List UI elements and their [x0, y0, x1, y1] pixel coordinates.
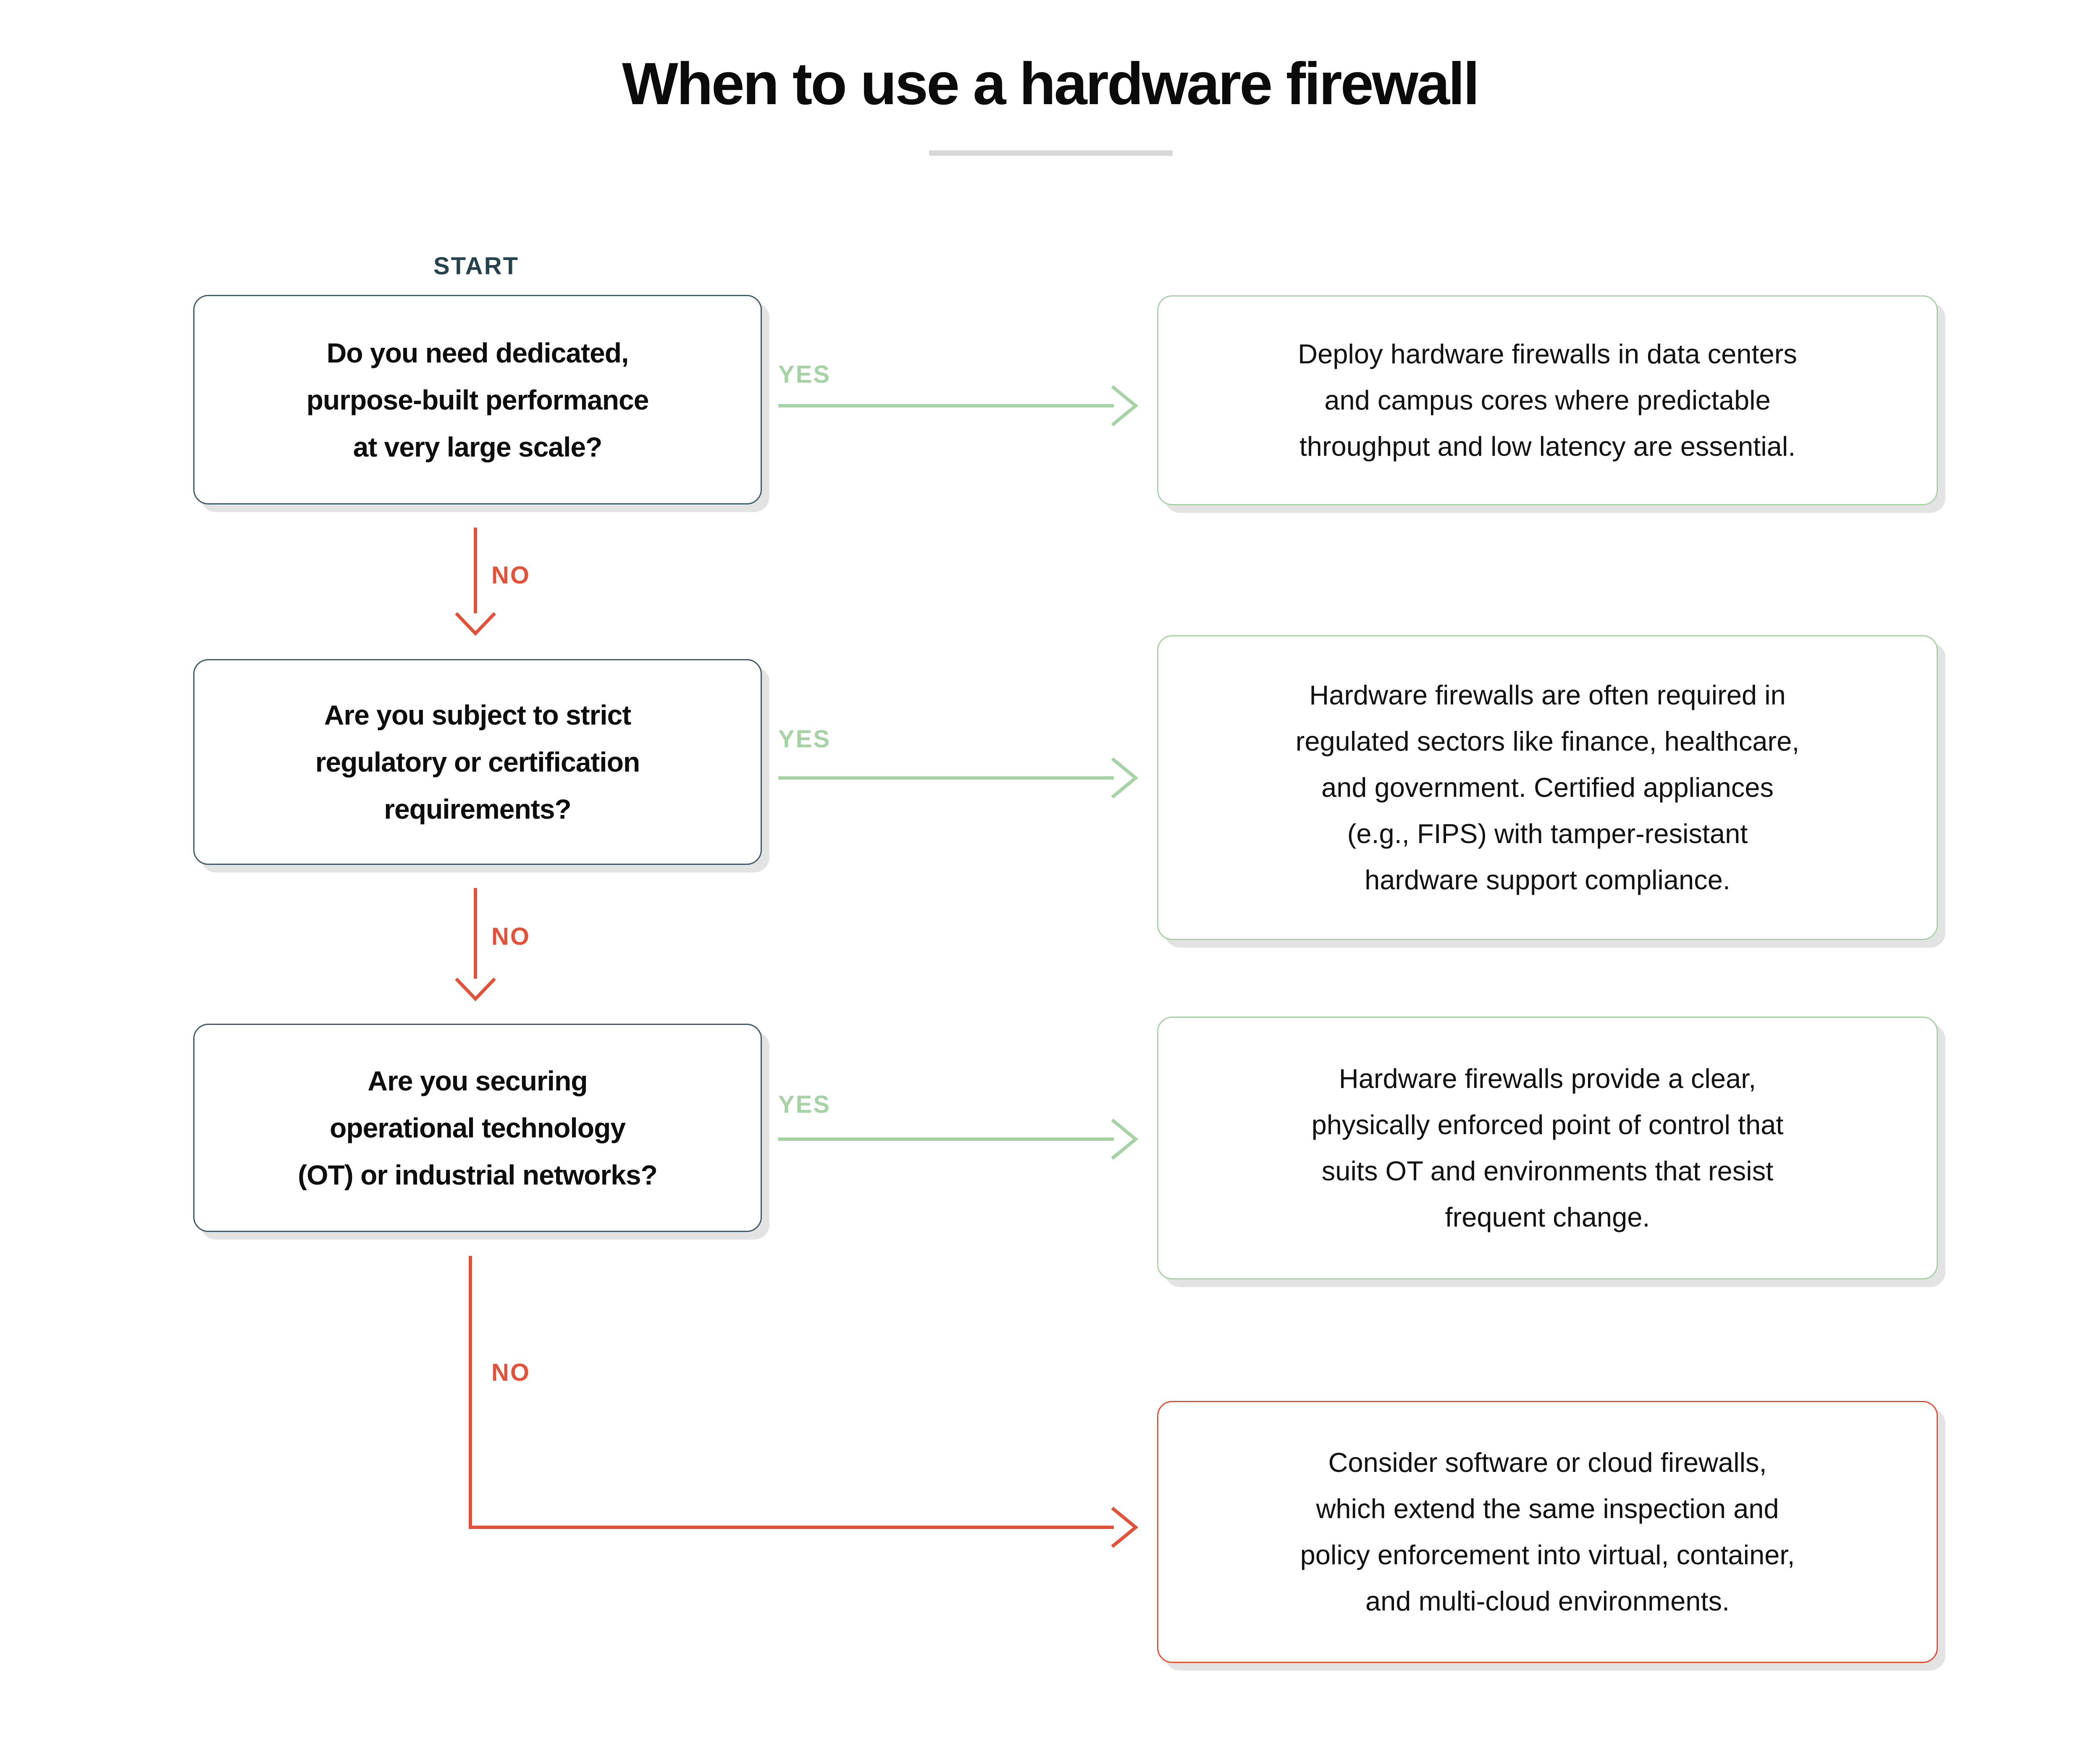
answer-line: Deploy hardware firewalls in data center… [1298, 339, 1797, 369]
answer-box-compliance: Hardware firewalls are often required in… [1157, 635, 1938, 940]
no-label-1: NO [491, 562, 530, 589]
answer-line: policy enforcement into virtual, contain… [1300, 1539, 1795, 1570]
answer-line: and campus cores where predictable [1324, 385, 1771, 415]
question-box-regulatory: Are you subject to strict regulatory or … [193, 659, 762, 865]
yes-label-1: YES [778, 361, 831, 388]
answer-line: throughput and low latency are essential… [1299, 431, 1796, 462]
question-line: regulatory or certification [315, 746, 640, 778]
no-arrow-2 [455, 888, 496, 1001]
answer-line: and multi-cloud environments. [1365, 1586, 1730, 1616]
answer-line: Hardware firewalls provide a clear, [1339, 1063, 1756, 1094]
answer-line: which extend the same inspection and [1316, 1493, 1779, 1524]
no-label-3: NO [491, 1359, 530, 1386]
answer-line: frequent change. [1445, 1202, 1650, 1232]
answer-line: (e.g., FIPS) with tamper-resistant [1347, 818, 1748, 849]
question-line: (OT) or industrial networks? [298, 1159, 658, 1190]
yes-label-2: YES [778, 725, 831, 753]
question-box-performance: Do you need dedicated, purpose-built per… [193, 295, 762, 504]
question-line: Are you securing [368, 1065, 588, 1096]
start-label: START [433, 252, 520, 280]
answer-box-datacenter: Deploy hardware firewalls in data center… [1157, 295, 1938, 505]
yes-arrow-3 [778, 1118, 1139, 1160]
answer-line: Hardware firewalls are often required in [1309, 680, 1786, 710]
question-box-ot-networks: Are you securing operational technology … [193, 1024, 762, 1232]
answer-line: and government. Certified appliances [1321, 772, 1774, 803]
yes-label-3: YES [778, 1091, 831, 1118]
yes-arrow-2 [778, 757, 1139, 799]
question-line: purpose-built performance [306, 384, 649, 415]
no-elbow-arrow-3 [469, 1256, 1139, 1548]
answer-line: suits OT and environments that resist [1321, 1156, 1774, 1186]
answer-line: Consider software or cloud firewalls, [1328, 1447, 1767, 1478]
question-line: Are you subject to strict [324, 699, 631, 730]
title-underline [929, 150, 1173, 156]
question-line: Do you need dedicated, [326, 337, 629, 368]
answer-box-software-cloud: Consider software or cloud firewalls, wh… [1157, 1401, 1938, 1663]
answer-line: regulated sectors like finance, healthca… [1295, 726, 1800, 757]
answer-box-ot-control: Hardware firewalls provide a clear, phys… [1157, 1017, 1938, 1279]
no-arrow-1 [455, 528, 496, 636]
no-label-2: NO [491, 923, 530, 950]
page-title: When to use a hardware firewall [622, 50, 1480, 117]
question-line: requirements? [384, 793, 571, 825]
answer-line: hardware support compliance. [1365, 864, 1730, 895]
question-line: at very large scale? [353, 431, 603, 462]
answer-line: physically enforced point of control tha… [1311, 1109, 1784, 1140]
yes-arrow-1 [778, 385, 1139, 427]
question-line: operational technology [329, 1112, 626, 1143]
